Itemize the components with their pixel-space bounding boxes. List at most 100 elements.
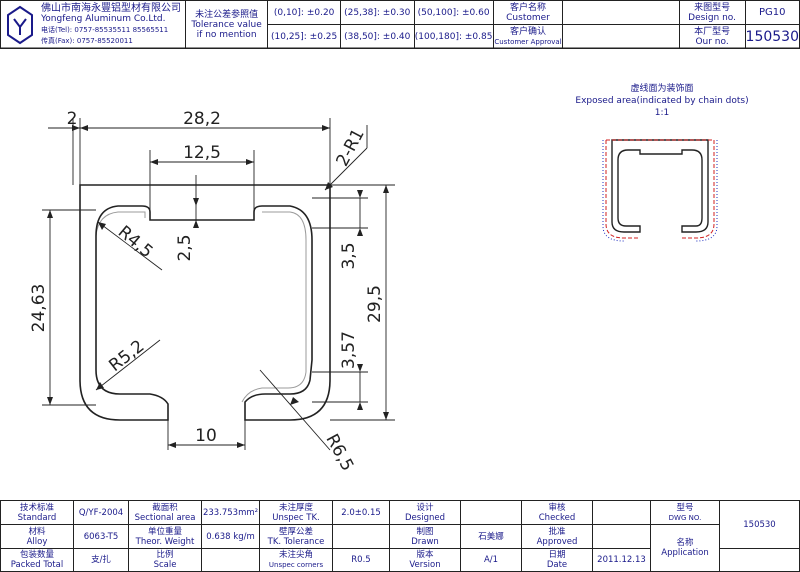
packed-label-cn: 包装数量 bbox=[19, 550, 54, 560]
alloy-label-cell: 材料 Alloy bbox=[0, 524, 74, 549]
tolerance-title-cell: 未注公差参照值 Tolerance value if no mention bbox=[184, 0, 269, 49]
standard-label-en: Standard bbox=[17, 512, 57, 523]
drawn-value: 石美娜 bbox=[460, 524, 522, 549]
scale-value bbox=[201, 548, 260, 572]
exposed-area-profile bbox=[602, 139, 718, 242]
application-label-cell: 名称 Application bbox=[650, 524, 720, 572]
tolerance-title-en-1: Tolerance value bbox=[191, 19, 262, 30]
standard-label-cn: 技术标准 bbox=[19, 502, 54, 513]
drawn-label-en: Drawn bbox=[411, 536, 439, 547]
unspec-tk-label-cn: 未注厚度 bbox=[278, 502, 313, 513]
dim-29-5: 29,5 bbox=[365, 285, 385, 323]
corners-label-cn: 未注尖角 bbox=[278, 550, 313, 560]
customer-approval-label-en: Customer Approval bbox=[494, 37, 562, 46]
company-fax: 传真(Fax): 0757-85520011 bbox=[41, 36, 133, 45]
wall-value bbox=[332, 524, 390, 549]
company-cell: 佛山市南海永豐铝型材有限公司 Yongfeng Aluminum Co.Ltd.… bbox=[0, 0, 186, 49]
version-label-cell: 版本 Version bbox=[389, 548, 461, 572]
tolerance-title-en-2: if no mention bbox=[196, 29, 257, 40]
dim-28-2: 28,2 bbox=[183, 109, 221, 129]
customer-label-en: Customer bbox=[506, 12, 550, 23]
customer-approval-label-cn: 客户确认 bbox=[510, 26, 547, 37]
date-value: 2011.12.13 bbox=[592, 548, 651, 572]
designed-label-cn: 设计 bbox=[416, 502, 434, 513]
customer-approval-label-cell: 客户确认 Customer Approval bbox=[492, 24, 564, 49]
company-tel: 电话(Tel): 0757-85535511 85565511 bbox=[41, 25, 169, 34]
designed-value bbox=[460, 500, 522, 525]
standard-value: Q/YF-2004 bbox=[73, 500, 129, 525]
dim-2-r1: 2-R1 bbox=[332, 125, 368, 169]
customer-label-cn: 客户名称 bbox=[510, 2, 547, 13]
tolerance-1: (0,10]: ±0.20 bbox=[267, 0, 341, 25]
scale-label-cell: 比例 Scale bbox=[128, 548, 202, 572]
designed-label-en: Designed bbox=[405, 512, 445, 523]
tolerance-4: (10,25]: ±0.25 bbox=[267, 24, 341, 49]
approved-label-cn: 批准 bbox=[548, 526, 566, 537]
section-value: 233.753mm² bbox=[201, 500, 260, 525]
corners-value: R0.5 bbox=[332, 548, 390, 572]
our-no-value: 150530 bbox=[744, 24, 800, 49]
dwg-no-value: 150530 bbox=[719, 500, 800, 549]
packed-label-cell: 包装数量 Packed Total bbox=[0, 548, 74, 572]
version-value: A/1 bbox=[460, 548, 522, 572]
dim-r4-5: R4,5 bbox=[114, 222, 157, 262]
approved-label-cell: 批准 Approved bbox=[521, 524, 593, 549]
drawn-label-cell: 制图 Drawn bbox=[389, 524, 461, 549]
application-label-cn: 名称 bbox=[676, 538, 694, 548]
checked-label-en: Checked bbox=[538, 512, 576, 523]
dim-r5-2: R5,2 bbox=[105, 336, 148, 376]
application-label-en: Application bbox=[661, 548, 709, 558]
company-logo-icon bbox=[7, 5, 33, 44]
checked-label-cell: 审核 Checked bbox=[521, 500, 593, 525]
our-no-label-cn: 本厂型号 bbox=[694, 26, 731, 37]
section-label-cn: 截面积 bbox=[152, 502, 178, 513]
company-name-en: Yongfeng Aluminum Co.Ltd. bbox=[41, 13, 166, 24]
approved-label-en: Approved bbox=[536, 536, 578, 547]
dwg-no-label-cell: 型号 DWG NO. bbox=[650, 500, 720, 525]
dim-3-5: 3,5 bbox=[339, 242, 359, 269]
date-label-cn: 日期 bbox=[548, 550, 566, 560]
alloy-label-en: Alloy bbox=[26, 536, 48, 547]
profile-inner-contour bbox=[95, 211, 307, 403]
customer-value-cell bbox=[562, 0, 680, 25]
design-no-value: PG10 bbox=[744, 0, 800, 25]
wall-label-cell: 壁厚公差 TK. Tolerance bbox=[259, 524, 333, 549]
profile-outer-contour bbox=[79, 184, 331, 421]
packed-value: 支/扎 bbox=[73, 548, 129, 572]
dwg-no-label-en: DWG NO. bbox=[668, 513, 702, 522]
design-no-label-en: Design no. bbox=[688, 12, 737, 23]
corners-label-en: Unspec corners bbox=[268, 561, 324, 569]
title-block-header: 佛山市南海永豐铝型材有限公司 Yongfeng Aluminum Co.Ltd.… bbox=[0, 0, 800, 49]
section-label-cell: 截面积 Sectional area bbox=[128, 500, 202, 525]
dim-24-63: 24,63 bbox=[29, 284, 49, 333]
our-no-label-cell: 本厂型号 Our no. bbox=[678, 24, 746, 49]
date-label-cell: 日期 Date bbox=[521, 548, 593, 572]
scale-label-cn: 比例 bbox=[156, 550, 174, 560]
dim-10: 10 bbox=[195, 426, 217, 446]
dim-12-5: 12,5 bbox=[183, 143, 221, 163]
dim-r6-5: R6,5 bbox=[321, 431, 357, 475]
date-label-en: Date bbox=[546, 560, 568, 570]
alloy-label-cn: 材料 bbox=[28, 526, 46, 537]
version-label-cn: 版本 bbox=[416, 550, 434, 560]
design-no-label-cn: 来图型号 bbox=[694, 2, 731, 13]
exposed-note-en: Exposed area(indicated by chain dots) bbox=[575, 96, 748, 106]
version-label-en: Version bbox=[409, 560, 441, 570]
customer-label-cell: 客户名称 Customer bbox=[492, 0, 564, 25]
dwg-no-label-cn: 型号 bbox=[676, 502, 694, 513]
scale-label-en: Scale bbox=[153, 560, 177, 570]
exposed-note-cn: 虚线面为装饰面 bbox=[630, 82, 693, 94]
checked-label-cn: 审核 bbox=[548, 502, 566, 513]
designed-label-cell: 设计 Designed bbox=[389, 500, 461, 525]
exposed-note-scale: 1:1 bbox=[655, 108, 669, 118]
wall-label-en: TK. Tolerance bbox=[267, 536, 325, 547]
tolerance-6: (100,180]: ±0.85 bbox=[413, 24, 494, 49]
weight-label-en: Theor. Weight bbox=[135, 536, 195, 547]
unspec-tk-value: 2.0±0.15 bbox=[332, 500, 390, 525]
dim-2-5: 2,5 bbox=[175, 234, 195, 261]
unspec-tk-label-cell: 未注厚度 Unspec TK. bbox=[259, 500, 333, 525]
tolerance-2: (25,38]: ±0.30 bbox=[339, 0, 415, 25]
customer-approval-value-cell bbox=[562, 24, 680, 49]
our-no-label-en: Our no. bbox=[695, 36, 729, 47]
